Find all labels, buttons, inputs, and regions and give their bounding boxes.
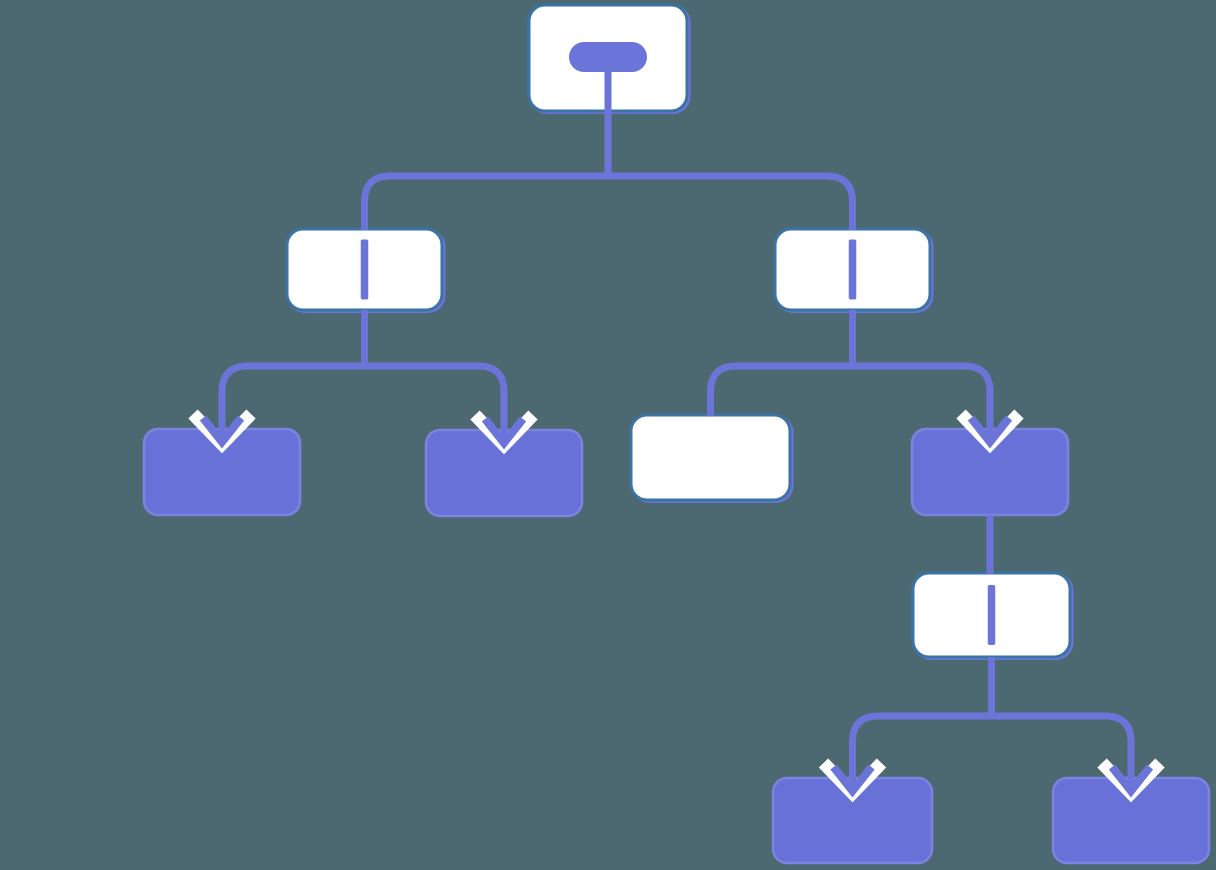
pill-stem-icon [569,42,647,72]
arrowhead-icon [967,415,1013,449]
edge-n2-n3 [707,310,856,416]
arrowhead-icon [481,416,527,450]
edge-root-n2 [604,72,856,230]
tree-node-n3[interactable] [629,413,792,502]
edge-n1-leaf2 [361,310,508,443]
connector-layer [218,72,1135,791]
arrowhead-icon [199,415,245,449]
node-icon-layer [360,42,996,645]
vertical-bar-icon [360,239,369,300]
arrowhead-icon [1108,764,1154,798]
vertical-bar-icon [987,585,996,645]
vertical-bar-icon [848,239,857,300]
edge-n5-leaf4 [988,657,1135,791]
edge-n5-leaf3 [849,657,995,791]
arrowhead-layer [199,415,1154,798]
arrowhead-icon [830,764,875,798]
node-layer [142,3,1211,865]
edge-n2-n4 [849,310,994,442]
edge-n1-leaf1 [218,310,368,442]
edge-root-n1 [361,72,612,230]
